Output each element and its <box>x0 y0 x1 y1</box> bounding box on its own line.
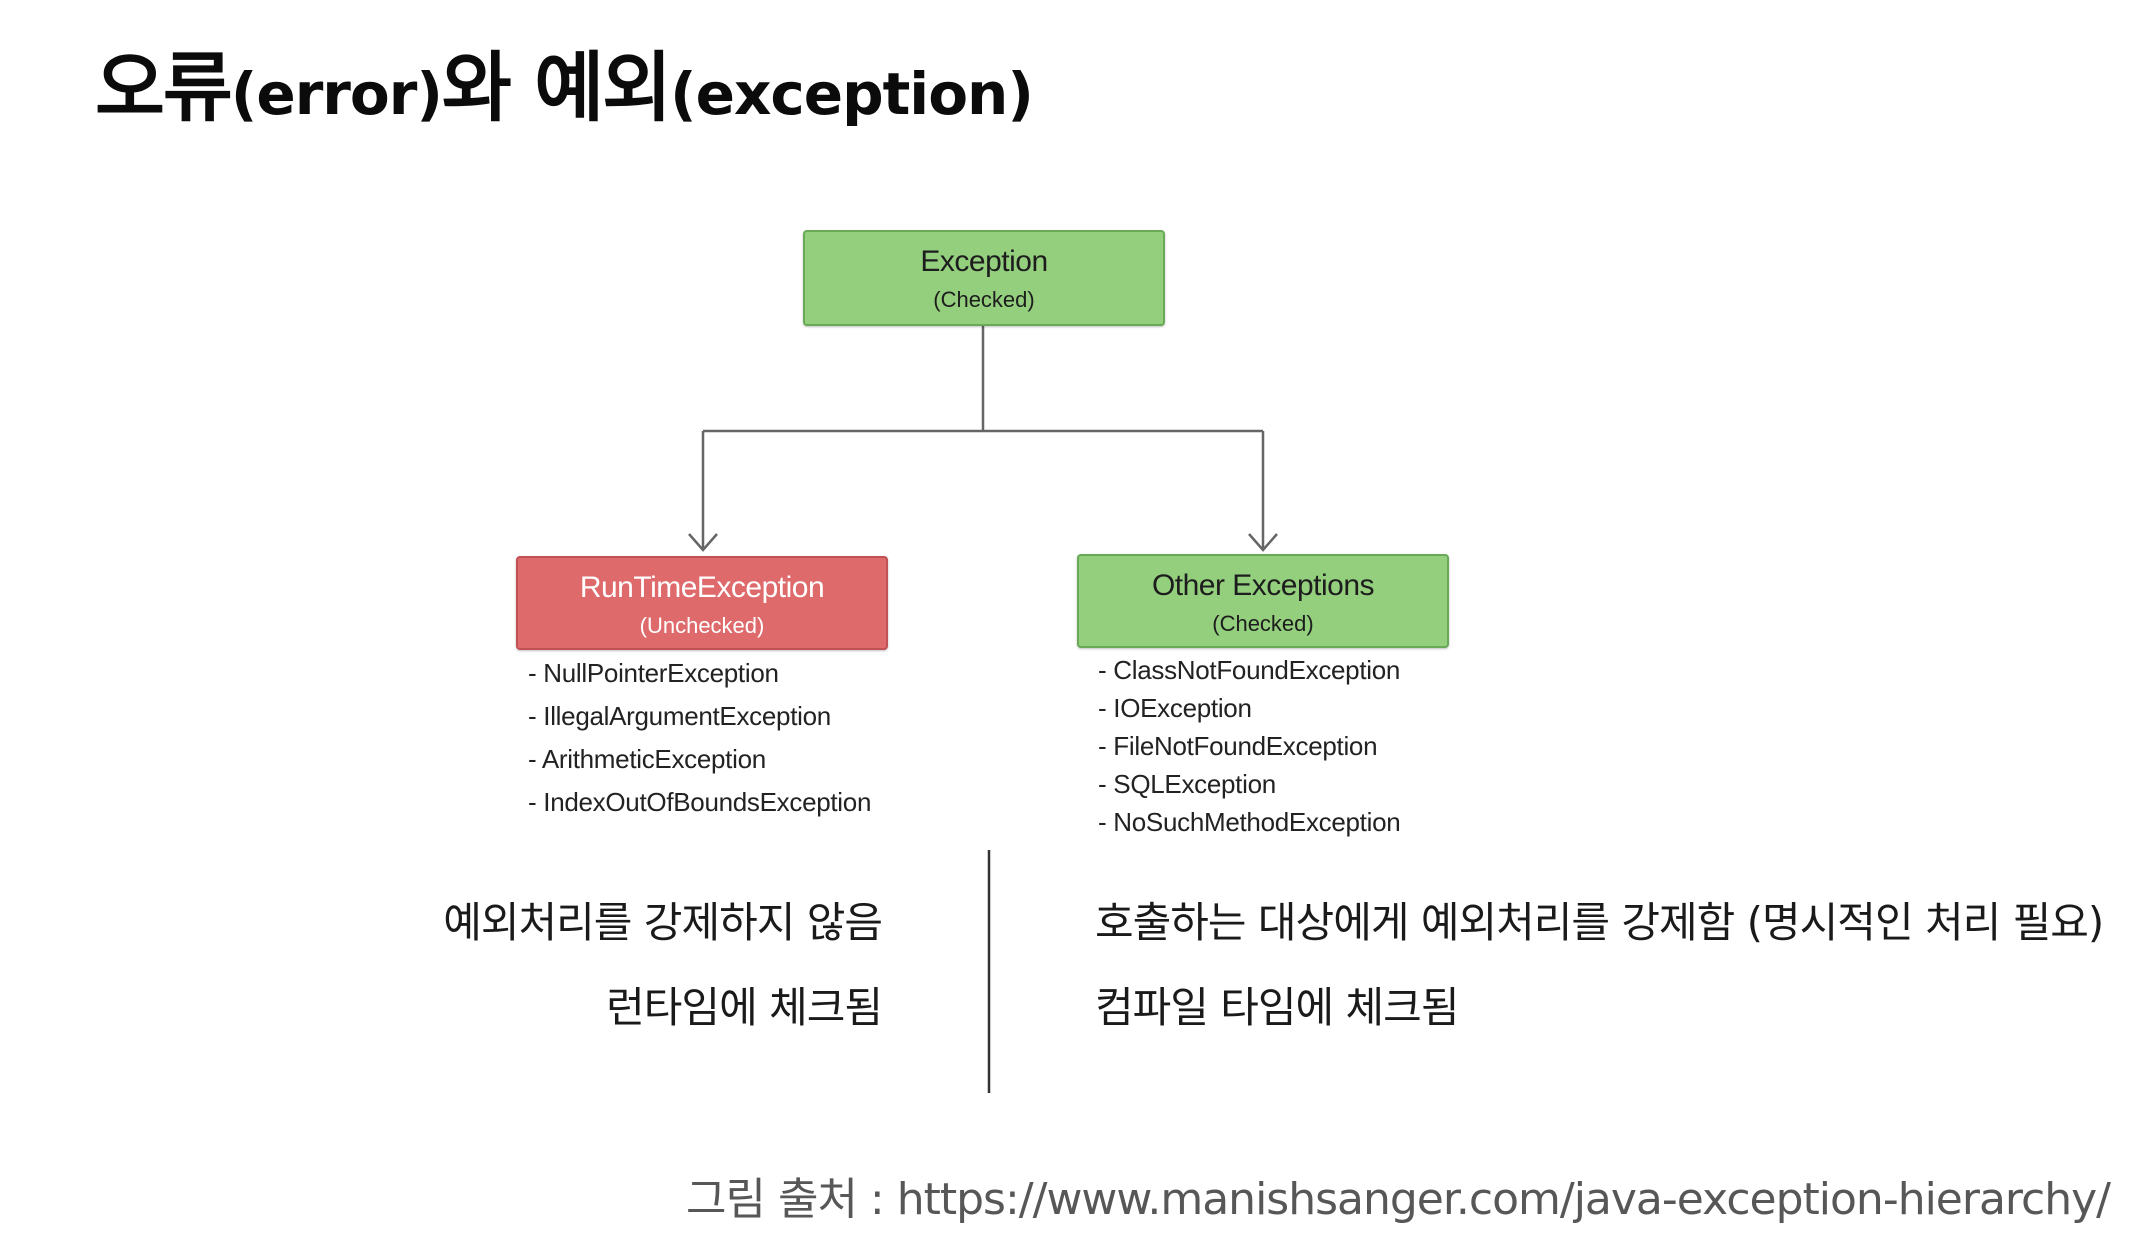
runtime-exception-node-label: RunTimeException <box>579 571 825 604</box>
other-exception-item: - ClassNotFoundException <box>1098 655 1401 685</box>
other-exceptions-list: - ClassNotFoundException - IOException -… <box>1098 655 1401 845</box>
figure-source-caption: 그림 출처 : https://www.manishsanger.com/jav… <box>686 1174 2111 1225</box>
title-text-error-en: (error) <box>230 60 443 128</box>
runtime-exception-node-sublabel: (Unchecked) <box>639 613 765 638</box>
left-arrowhead <box>688 533 718 552</box>
runtime-exception-item: - NullPointerException <box>528 658 779 688</box>
slide-title: 오류(error)와 예외(exception) <box>95 38 1034 144</box>
runtime-exception-item: - IllegalArgumentException <box>528 701 831 731</box>
exception-node-sublabel: (Checked) <box>933 287 1035 312</box>
checked-note-line2: 컴파일 타임에 체크됨 <box>1095 983 1459 1032</box>
other-exceptions-node-sublabel: (Checked) <box>1212 611 1314 636</box>
runtime-exception-list: - NullPointerException - IllegalArgument… <box>528 658 871 830</box>
right-arrowhead <box>1248 533 1278 552</box>
runtime-exception-node: RunTimeException (Unchecked) <box>516 556 888 650</box>
checked-note-line1: 호출하는 대상에게 예외처리를 강제함 (명시적인 처리 필요) <box>1095 898 2104 947</box>
other-exception-item: - SQLException <box>1098 769 1276 799</box>
other-exceptions-node: Other Exceptions (Checked) <box>1077 554 1449 648</box>
exception-root-node: Exception (Checked) <box>803 230 1165 326</box>
runtime-exception-item: - ArithmeticException <box>528 744 766 774</box>
other-exception-item: - FileNotFoundException <box>1098 731 1378 761</box>
other-exception-item: - IOException <box>1098 693 1252 723</box>
runtime-exception-item: - IndexOutOfBoundsException <box>528 787 872 817</box>
title-text-error-ko: 오류 <box>95 43 233 132</box>
unchecked-note-line2: 런타임에 체크됨 <box>606 983 883 1032</box>
exception-node-label: Exception <box>920 245 1048 278</box>
other-exception-item: - NoSuchMethodException <box>1098 807 1401 837</box>
title-text-exception-ko: 와 예외 <box>441 43 672 132</box>
other-exceptions-node-label: Other Exceptions <box>1151 569 1375 602</box>
unchecked-note-line1: 예외처리를 강제하지 않음 <box>443 898 883 947</box>
title-text-exception-en: (exception) <box>670 60 1034 128</box>
